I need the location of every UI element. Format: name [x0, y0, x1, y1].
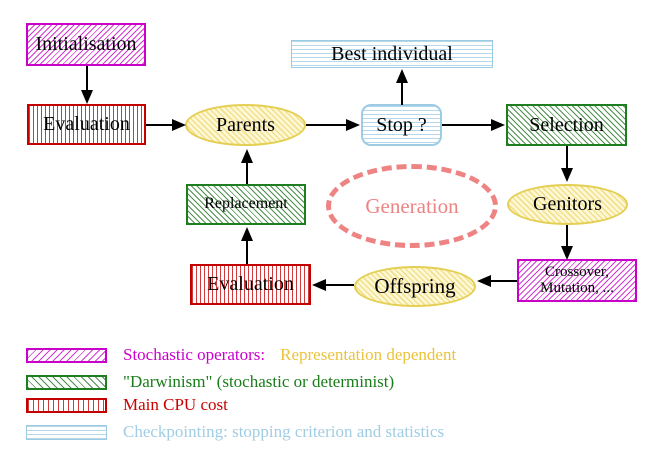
node-generation: Generation — [326, 164, 498, 248]
node-genitors: Genitors — [507, 184, 628, 225]
legend-swatch-darwinism — [26, 374, 107, 390]
node-stop: Stop ? — [361, 104, 442, 146]
legend-label-stochastic-operators: Stochastic operators: — [123, 345, 266, 364]
node-replacement: Replacement — [186, 184, 306, 225]
node-initialisation: Initialisation — [26, 23, 146, 66]
node-selection: Selection — [506, 104, 627, 146]
legend-label-darwinism: "Darwinism" (stochastic or determinist) — [123, 372, 395, 391]
legend-row-cpu-cost: Main CPU cost — [26, 395, 228, 415]
legend-label-checkpointing: Checkpointing: stopping criterion and st… — [123, 422, 445, 441]
legend-swatch-cpu-cost — [26, 397, 107, 413]
legend-swatch-checkpointing — [26, 424, 107, 440]
crossover-line2: Mutation, ... — [540, 279, 614, 296]
legend-label-representation-dependent: Representation dependent — [280, 345, 457, 364]
node-evaluation-bottom: Evaluation — [190, 264, 311, 305]
crossover-line1: Crossover, — [545, 263, 609, 280]
node-evaluation-top: Evaluation — [27, 104, 146, 145]
legend-label-cpu-cost: Main CPU cost — [123, 395, 228, 414]
node-crossover-mutation: Crossover, Mutation, ... — [517, 259, 637, 302]
legend-swatch-stochastic-operators — [26, 347, 107, 363]
legend-row-stochastic: Stochastic operators: Representation dep… — [26, 345, 456, 365]
node-parents: Parents — [185, 104, 306, 146]
node-offspring: Offspring — [354, 266, 476, 307]
legend-row-checkpointing: Checkpointing: stopping criterion and st… — [26, 422, 444, 442]
node-best-individual: Best individual — [291, 40, 493, 68]
legend-row-darwinism: "Darwinism" (stochastic or determinist) — [26, 372, 394, 392]
